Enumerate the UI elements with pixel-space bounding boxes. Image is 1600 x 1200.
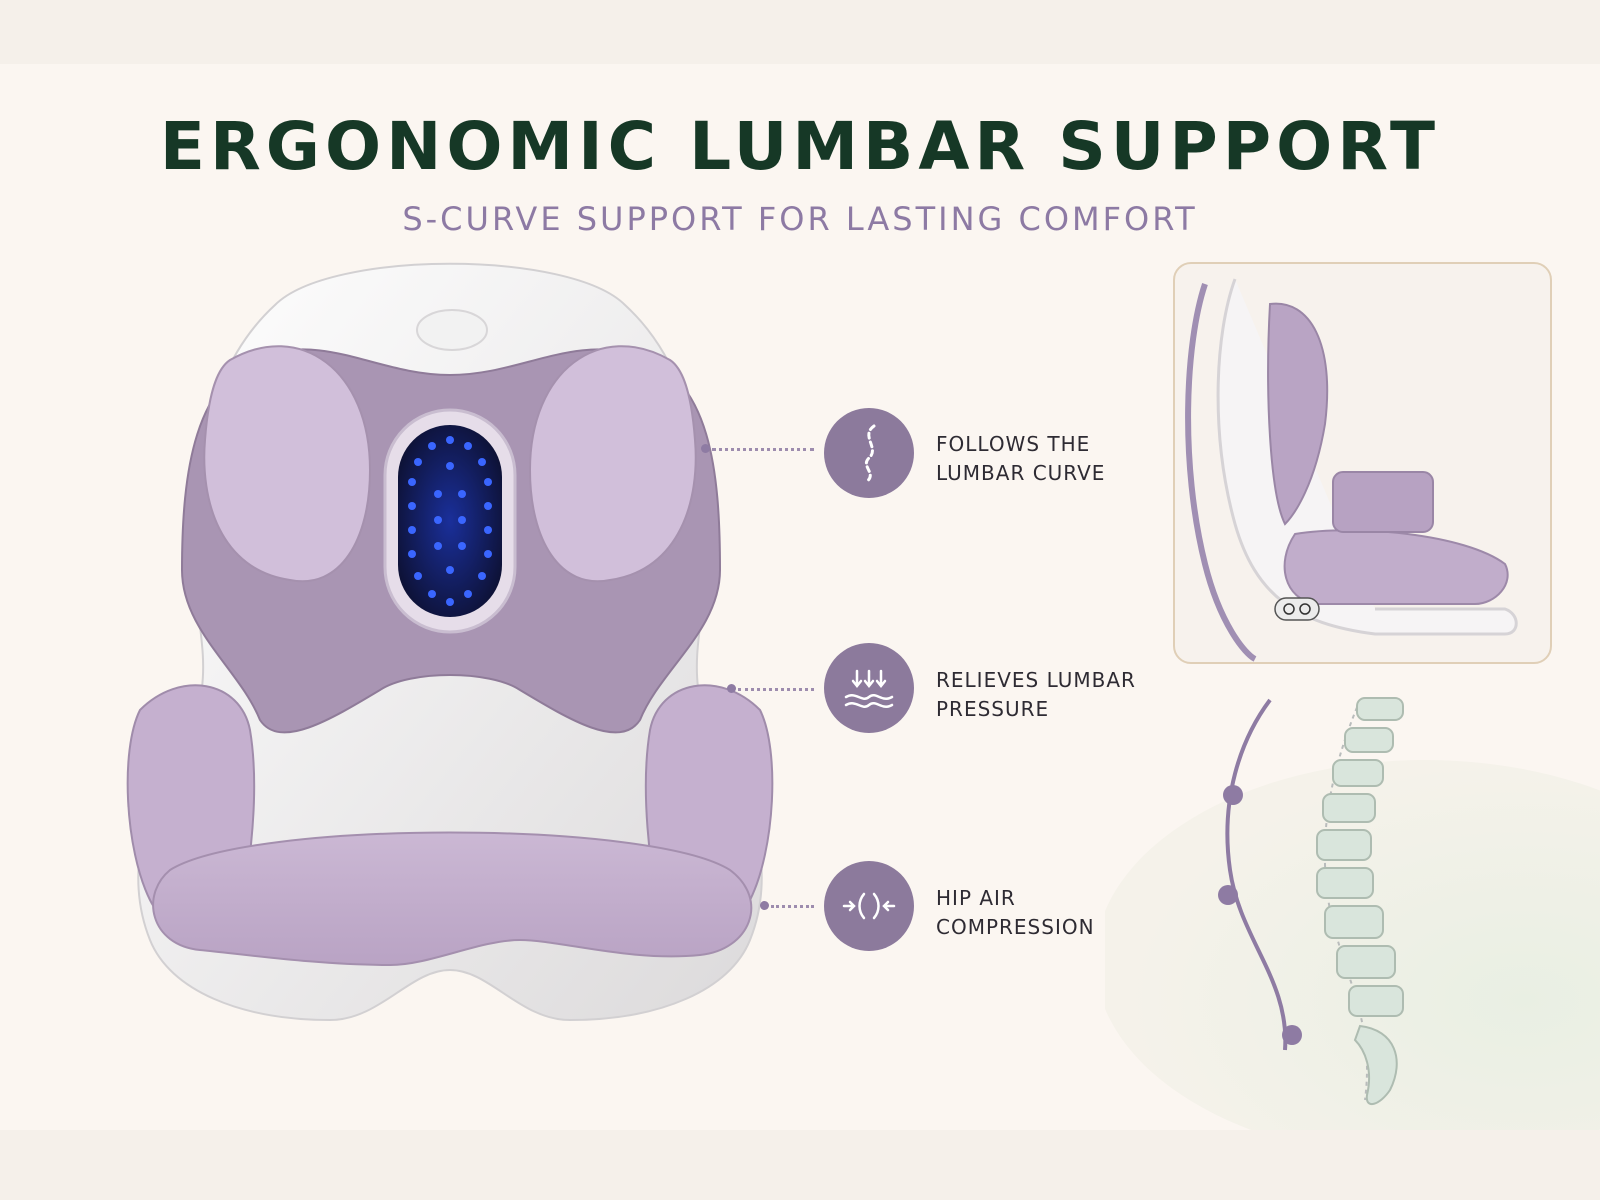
callout-dot-3 xyxy=(760,901,769,910)
page-subtitle: S-CURVE SUPPORT FOR LASTING COMFORT xyxy=(402,200,1198,238)
feature-2-line-1: RELIEVES LUMBAR xyxy=(936,668,1136,692)
product-image-side xyxy=(1185,278,1518,662)
callout-line-3 xyxy=(771,905,814,908)
feature-1-line-2: LUMBAR CURVE xyxy=(936,461,1106,485)
page-title: ERGONOMIC LUMBAR SUPPORT xyxy=(159,108,1441,185)
product-image-front xyxy=(100,250,800,1060)
side-view-panel xyxy=(1173,262,1552,664)
feature-hip-compression: HIP AIR COMPRESSION xyxy=(936,884,1176,942)
feature-2-line-2: PRESSURE xyxy=(936,697,1050,721)
feature-3-line-1: HIP AIR xyxy=(936,886,1016,910)
s-curve-icon xyxy=(824,408,914,498)
compression-arrows-icon xyxy=(824,861,914,951)
feature-lumbar-curve: FOLLOWS THE LUMBAR CURVE xyxy=(936,430,1176,488)
feature-relieves-pressure: RELIEVES LUMBAR PRESSURE xyxy=(936,666,1176,724)
callout-line-1 xyxy=(712,448,814,451)
callout-line-2 xyxy=(738,688,814,691)
callout-dot-1 xyxy=(701,444,710,453)
pressure-arrows-icon xyxy=(824,643,914,733)
feature-3-line-2: COMPRESSION xyxy=(936,915,1095,939)
callout-dot-2 xyxy=(727,684,736,693)
feature-1-line-1: FOLLOWS THE xyxy=(936,432,1091,456)
spine-illustration xyxy=(1095,680,1600,1160)
